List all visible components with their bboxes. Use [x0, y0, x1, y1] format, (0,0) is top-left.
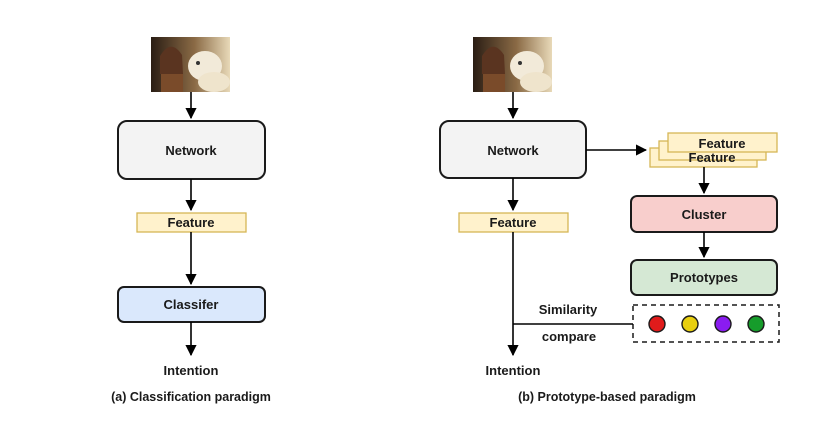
compare-label: compare: [542, 329, 596, 344]
prototypes-label: Prototypes: [670, 270, 738, 285]
caption-right: (b) Prototype-based paradigm: [518, 390, 696, 404]
input-image-left: [151, 37, 230, 92]
right-panel: Network Feature Feature Feature Cluster …: [439, 37, 780, 404]
intention-label-right: Intention: [486, 363, 541, 378]
feature-stack-label-middle: Feature: [689, 150, 736, 165]
prototype-dot: [714, 315, 732, 333]
feature-stack: Feature Feature: [649, 132, 778, 168]
intention-label-left: Intention: [164, 363, 219, 378]
caption-left: (a) Classification paradigm: [111, 390, 271, 404]
feature-stack-card-front: [667, 132, 778, 153]
network-label-right: Network: [487, 143, 539, 158]
cluster-label: Cluster: [682, 207, 727, 222]
prototype-dot: [648, 315, 666, 333]
network-label-left: Network: [165, 143, 217, 158]
prototypes-box: [630, 259, 778, 296]
feature-label-left: Feature: [168, 215, 215, 230]
similarity-label: Similarity: [539, 302, 598, 317]
prototype-set-box: [632, 304, 780, 343]
input-image-right: [473, 37, 552, 92]
feature-stack-label-front: Feature: [699, 136, 746, 151]
prototype-dots: [648, 315, 765, 333]
prototype-dot: [681, 315, 699, 333]
feature-label-right: Feature: [490, 215, 537, 230]
classifier-label: Classifer: [164, 297, 219, 312]
left-panel: Network Feature Classifer Intention (a) …: [111, 37, 271, 404]
prototype-dot: [747, 315, 765, 333]
